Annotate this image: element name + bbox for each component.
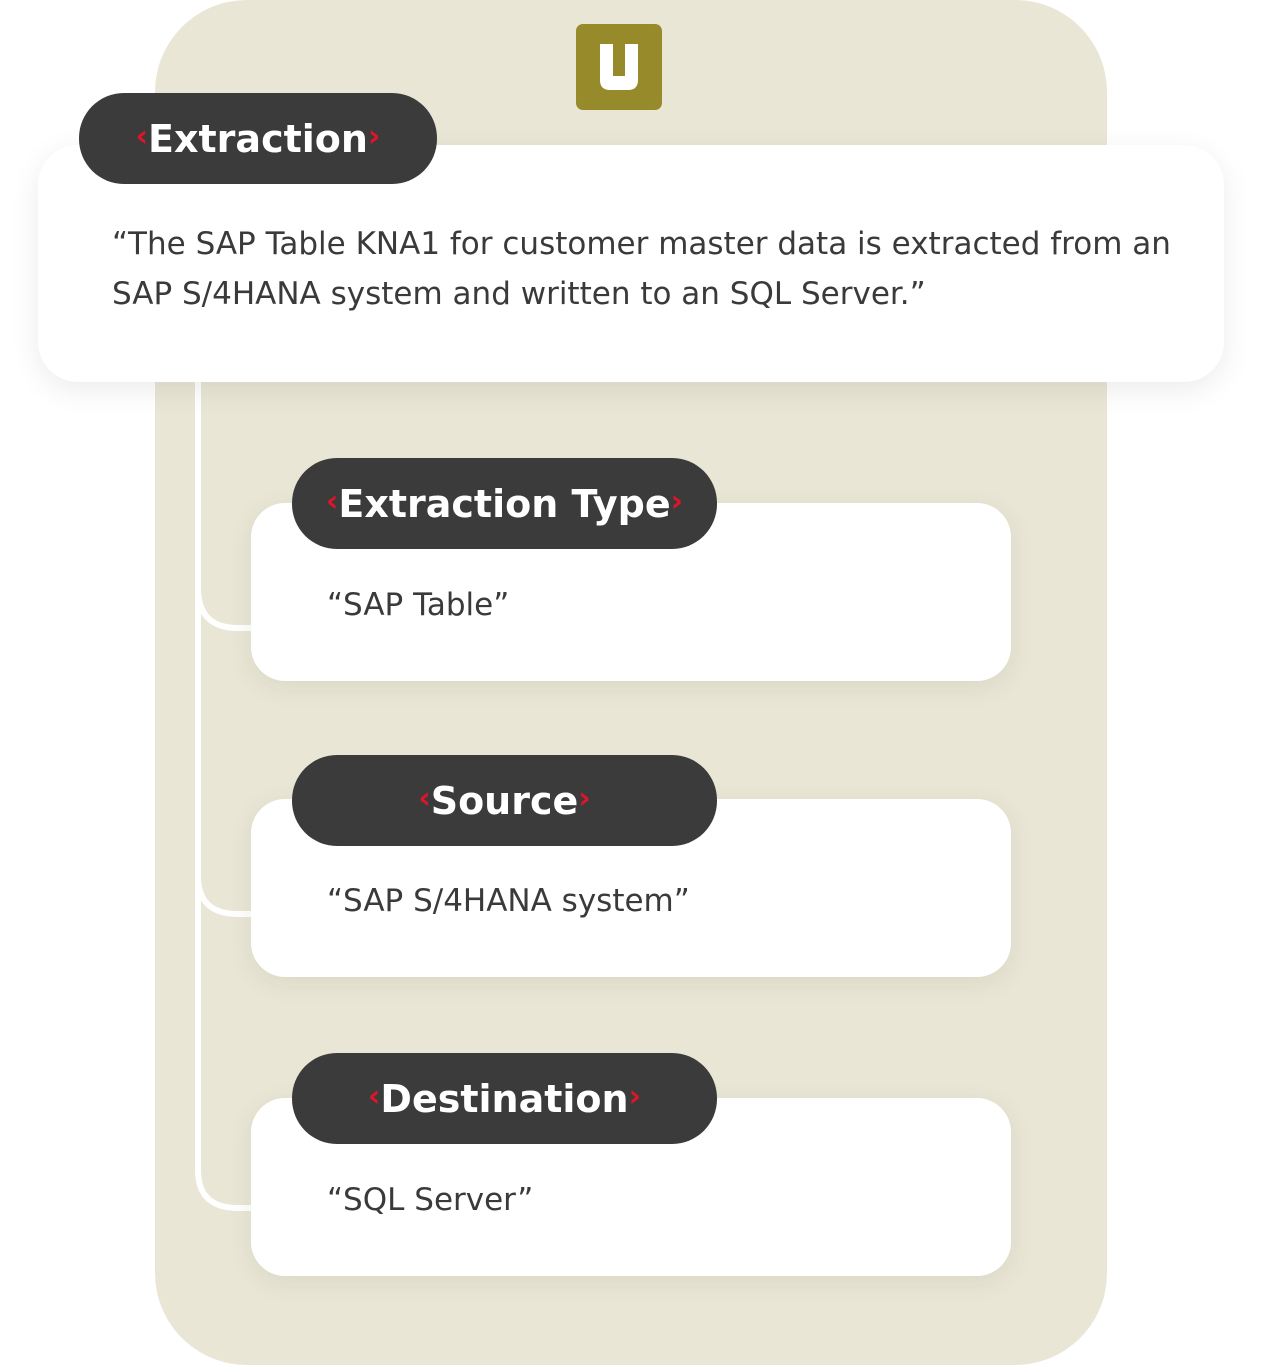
destination-tag-label: Destination: [380, 1076, 629, 1121]
extraction-tag-label: Extraction: [148, 116, 368, 161]
extraction-type-tag: ‹Extraction Type›: [292, 458, 717, 549]
extraction-description: “The SAP Table KNA1 for customer master …: [112, 226, 1171, 312]
close-bracket-icon: ›: [670, 484, 684, 519]
close-bracket-icon: ›: [628, 1079, 641, 1114]
destination-value: “SQL Server”: [327, 1182, 534, 1218]
extraction-type-value: “SAP Table”: [327, 587, 510, 623]
u-logo-icon: [600, 44, 638, 90]
destination-tag: ‹Destination›: [292, 1053, 717, 1144]
source-value: “SAP S/4HANA system”: [327, 883, 690, 919]
source-tag: ‹Source›: [292, 755, 717, 846]
close-bracket-icon: ›: [367, 119, 381, 154]
open-bracket-icon: ‹: [325, 484, 339, 519]
extraction-card: “The SAP Table KNA1 for customer master …: [38, 145, 1224, 382]
source-tag-label: Source: [430, 778, 579, 823]
extraction-type-tag-label: Extraction Type: [338, 481, 671, 526]
open-bracket-icon: ‹: [368, 1079, 381, 1114]
close-bracket-icon: ›: [578, 781, 591, 816]
extraction-tag: ‹Extraction›: [79, 93, 437, 184]
open-bracket-icon: ‹: [135, 119, 149, 154]
brand-logo: [576, 24, 662, 110]
open-bracket-icon: ‹: [418, 781, 431, 816]
